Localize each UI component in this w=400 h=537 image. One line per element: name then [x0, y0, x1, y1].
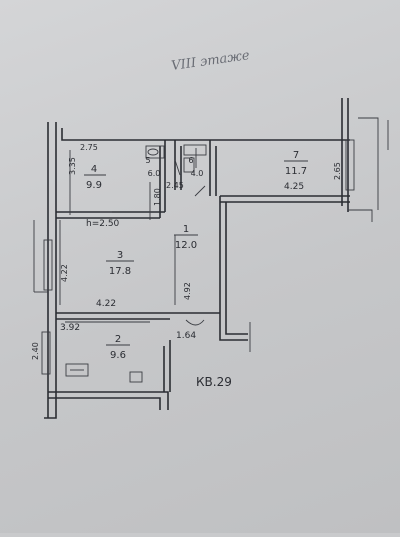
apartment-label: КВ.29 [196, 375, 232, 389]
room-7-number: 7 [293, 150, 299, 161]
room-2-fixtures [65, 363, 143, 383]
door-marks [100, 159, 206, 326]
room-3-area: 17.8 [109, 266, 131, 277]
room-1-area: 12.0 [175, 240, 197, 251]
room-7-area: 11.7 [285, 166, 307, 177]
room-6-area: 4.0 [191, 169, 204, 178]
dim-2-45: 2.45 [166, 181, 184, 190]
outer-walls [44, 98, 350, 419]
room-4-number: 4 [91, 164, 97, 175]
dim-4-92: 4.92 [183, 282, 192, 300]
dim-3-92: 3.92 [60, 323, 80, 333]
dim-4-25: 4.25 [284, 182, 304, 192]
windows [33, 117, 379, 375]
dim-4-22-left: 4.22 [60, 264, 69, 282]
dim-2-65: 2.65 [333, 162, 342, 180]
bathroom-fixtures [145, 144, 207, 173]
room-5-area: 6.0 [148, 169, 161, 178]
room-2-area: 9.6 [110, 350, 126, 361]
ceiling-height-label: h=2.50 [86, 219, 120, 229]
room-4-area: 9.9 [86, 180, 102, 191]
dim-2-40: 2.40 [31, 342, 40, 360]
dim-4-22-bottom: 4.22 [96, 299, 116, 309]
dim-3-35: 3.35 [68, 157, 77, 175]
dimension-ticks [59, 120, 389, 352]
dim-2-75: 2.75 [80, 143, 98, 152]
room-3-number: 3 [117, 250, 123, 261]
room-2-number: 2 [115, 334, 121, 345]
room-1-number: 1 [183, 224, 189, 235]
floor-label: VIII этаже [170, 48, 250, 74]
dim-1-64: 1.64 [176, 331, 196, 341]
interior-walls [56, 140, 220, 320]
room-6-number: 6 [188, 156, 193, 165]
dim-1-80: 1.80 [153, 188, 162, 206]
room-5-number: 5 [145, 156, 150, 165]
